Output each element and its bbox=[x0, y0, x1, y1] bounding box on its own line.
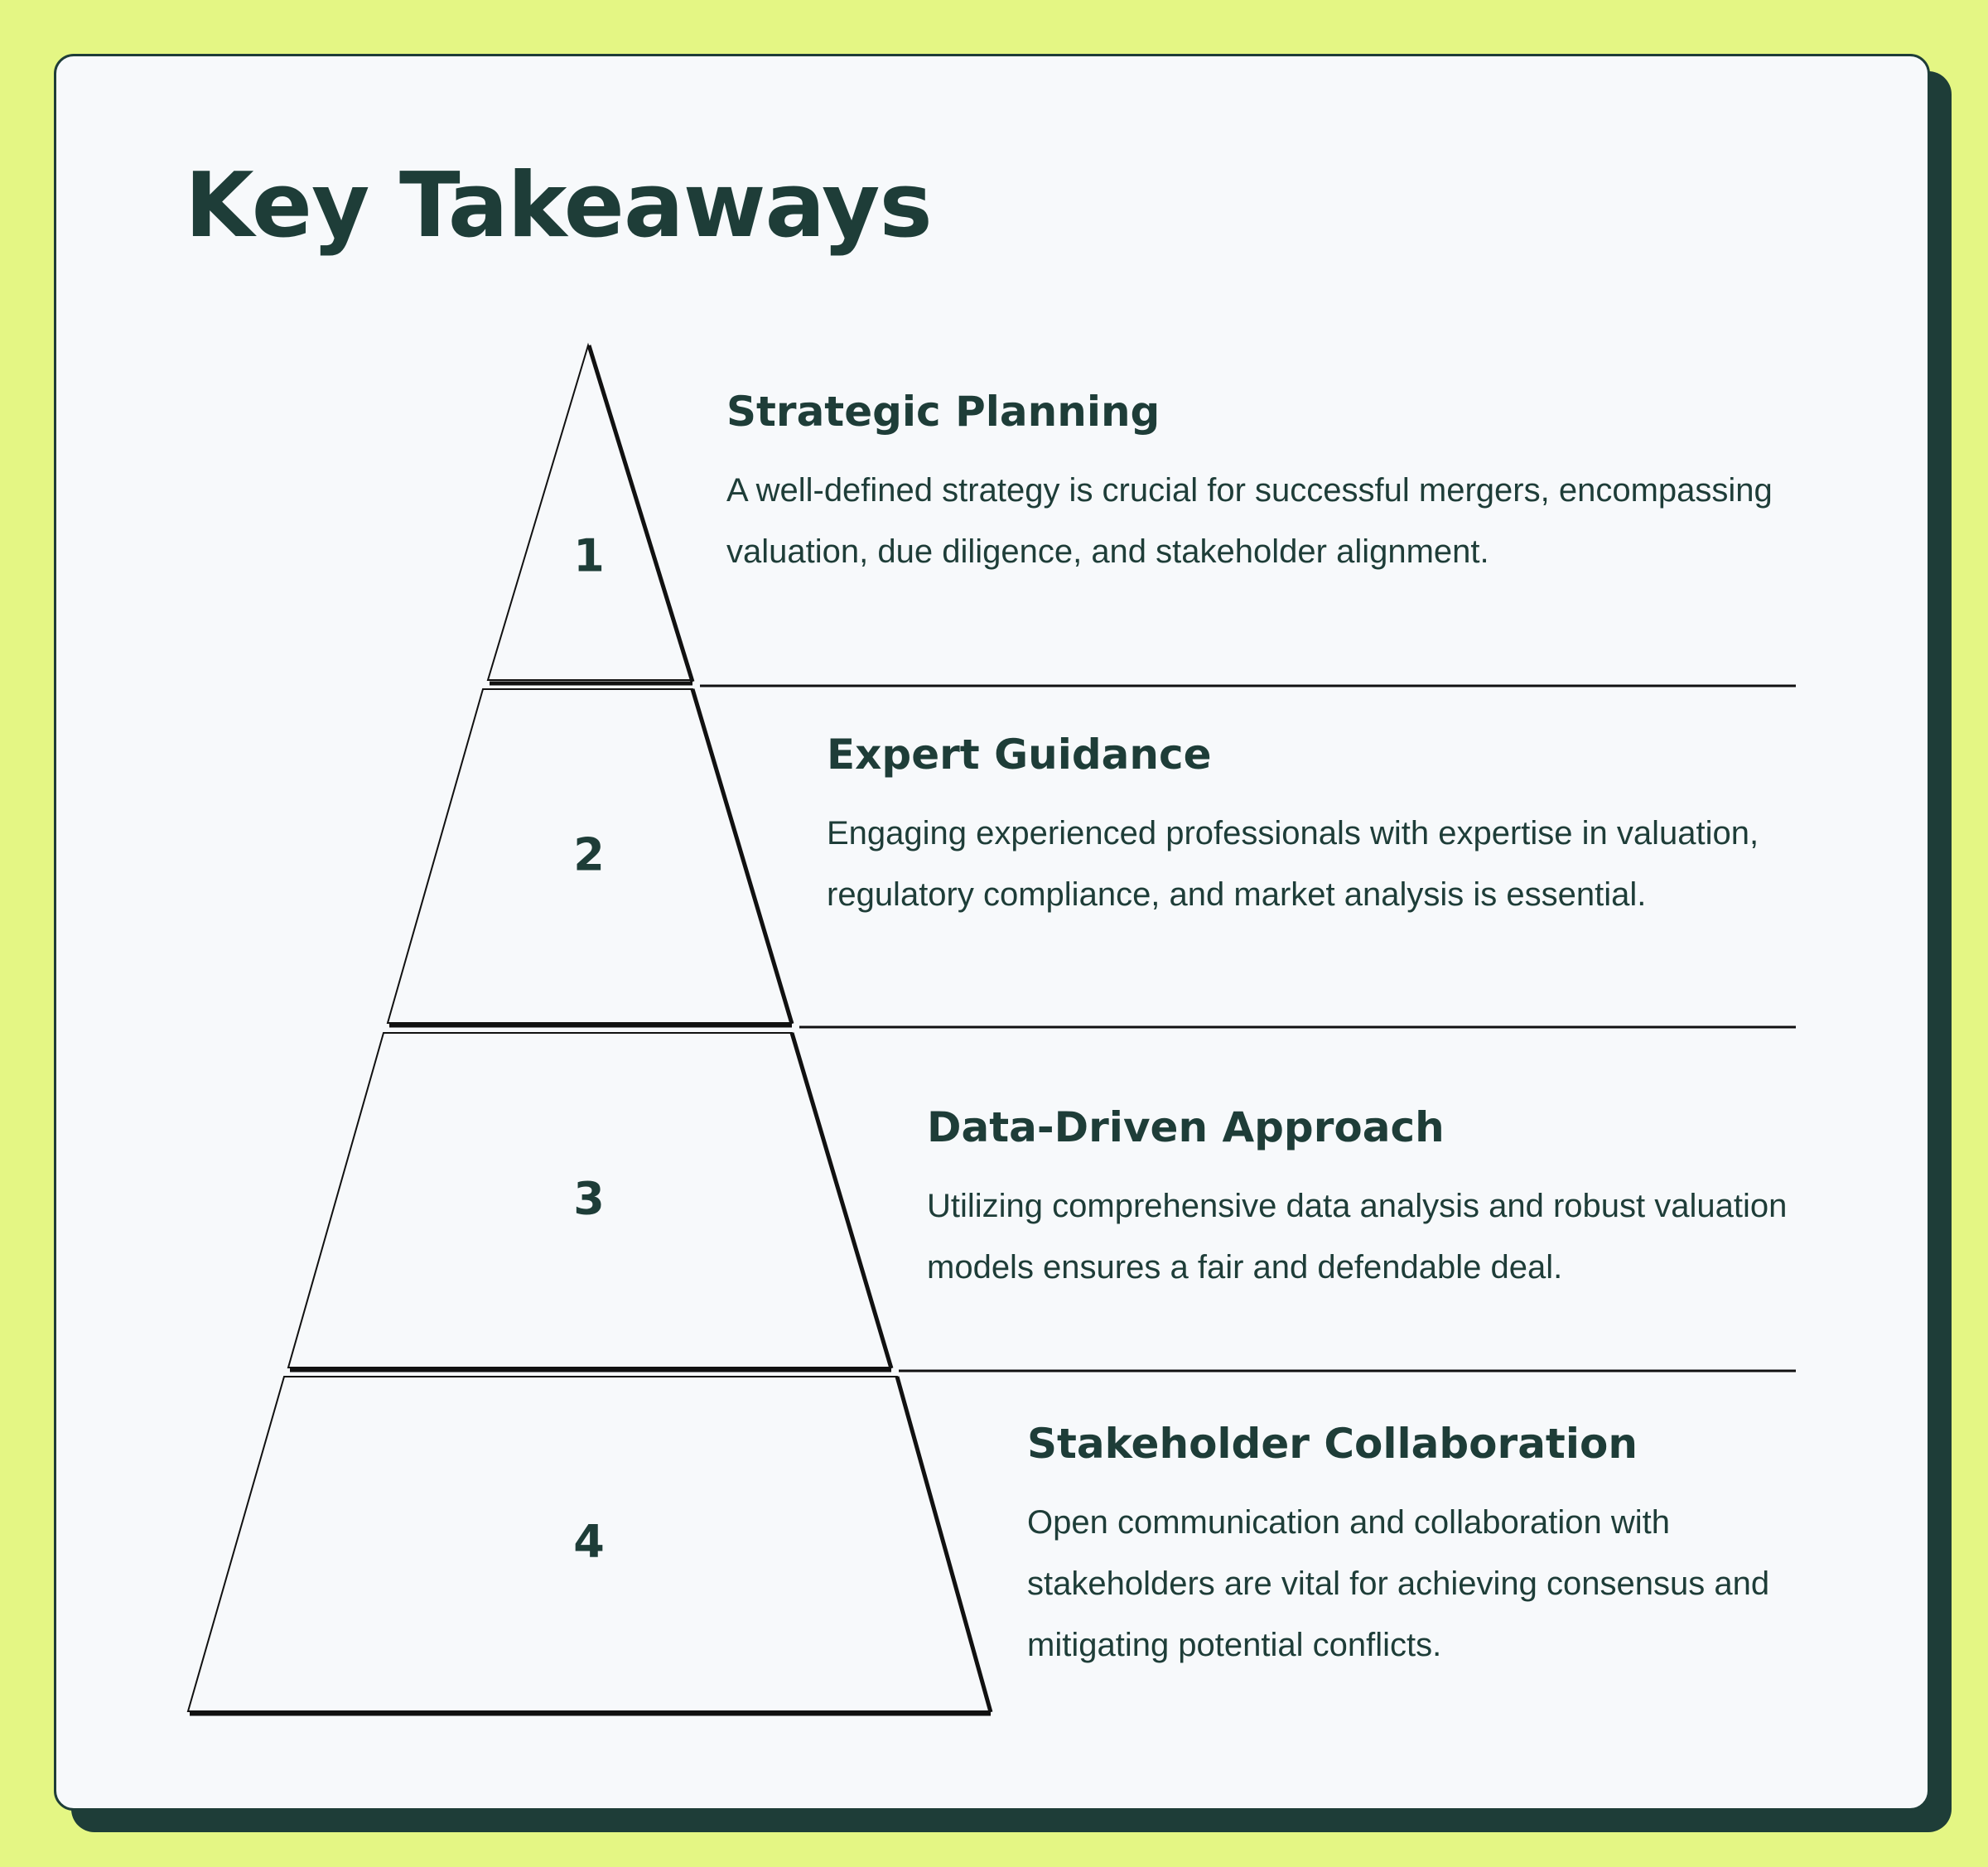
tier-4-description: Open communication and collaboration wit… bbox=[1027, 1503, 1770, 1663]
tier-1-text: Strategic Planning A well-defined strate… bbox=[726, 386, 1796, 582]
tier-2-heading: Expert Guidance bbox=[827, 731, 1212, 779]
content-card bbox=[54, 54, 1930, 1811]
tier-1-shape bbox=[486, 342, 693, 681]
tier-4-number: 4 bbox=[573, 1516, 605, 1568]
tier-4-heading: Stakeholder Collaboration bbox=[1027, 1420, 1638, 1468]
pyramid-tier-4: 4 bbox=[186, 1376, 993, 1716]
tier-4-text: Stakeholder Collaboration Open communica… bbox=[1027, 1418, 1796, 1676]
tier-2-number: 2 bbox=[573, 829, 605, 881]
tier-3-number: 3 bbox=[573, 1173, 605, 1225]
tier-3-text: Data-Driven Approach Utilizing comprehen… bbox=[927, 1102, 1796, 1298]
pyramid-tier-3: 3 bbox=[287, 1032, 894, 1373]
pyramid-tier-2: 2 bbox=[386, 688, 794, 1028]
tier-3-heading: Data-Driven Approach bbox=[927, 1103, 1445, 1151]
tier-1-number: 1 bbox=[573, 530, 605, 582]
tier-2-text: Expert Guidance Engaging experienced pro… bbox=[827, 729, 1796, 925]
tier-2-description: Engaging experienced professionals with … bbox=[827, 814, 1759, 913]
pyramid-tier-1: 1 bbox=[486, 342, 695, 686]
page-title: Key Takeaways bbox=[185, 154, 933, 258]
tier-1-heading: Strategic Planning bbox=[726, 388, 1160, 436]
tier-3-description: Utilizing comprehensive data analysis an… bbox=[927, 1187, 1788, 1286]
tier-1-description: A well-defined strategy is crucial for s… bbox=[726, 471, 1773, 570]
